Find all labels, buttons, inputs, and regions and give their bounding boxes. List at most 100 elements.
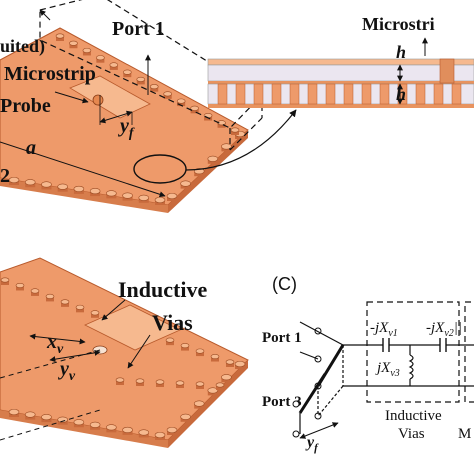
via-cylinder-top xyxy=(135,378,145,384)
via-cylinder-top xyxy=(154,196,166,204)
panel-top-left: Port 1 uited) Microstrip Probe yf a 2 xyxy=(0,0,297,213)
via-cylinder-top xyxy=(57,183,68,190)
probe-label: Probe xyxy=(0,95,51,117)
cross-section-top-layer xyxy=(207,58,474,66)
cross-section-probe xyxy=(439,58,455,84)
h-top-label: h xyxy=(396,42,406,62)
via-cylinder-top xyxy=(57,416,68,423)
cross-section-via xyxy=(217,83,228,105)
via-cylinder-top xyxy=(166,426,178,434)
via-cylinder-top xyxy=(138,429,150,436)
via-cylinder-top xyxy=(180,180,191,187)
xv2-label: -jXv2|| xyxy=(426,320,462,339)
via-cylinder-top xyxy=(230,127,240,133)
panel-c-circuit: (C) Port 1 Port 3 yf xyxy=(262,274,474,454)
via-cylinder-top xyxy=(190,105,199,111)
cross-section-via xyxy=(361,83,372,105)
cut-text-label: uited) xyxy=(0,36,45,57)
dimension-2-label: 2 xyxy=(0,165,10,187)
via-cylinder-top xyxy=(180,413,191,420)
via-cylinder-top xyxy=(55,33,65,39)
via-cylinder-top xyxy=(24,411,36,418)
inductive-circuit-label: Inductive xyxy=(385,408,442,424)
via-cylinder-top xyxy=(41,181,52,188)
yf-label: yf xyxy=(118,115,135,141)
via-cylinder-top xyxy=(106,424,117,431)
via-cylinder-top xyxy=(24,179,36,186)
via-cylinder-top xyxy=(138,194,150,201)
port1-label: Port 1 xyxy=(112,18,165,40)
capacitor-xv2 xyxy=(439,338,447,352)
via-cylinder-top xyxy=(221,143,232,150)
cross-section-via xyxy=(343,83,354,105)
via-row-top xyxy=(8,33,246,205)
via-cylinder-top xyxy=(89,421,101,428)
via-cylinder-top xyxy=(136,76,146,82)
via-cylinder-top xyxy=(75,304,85,310)
cross-section-via xyxy=(379,83,390,105)
cross-section-substrate-1 xyxy=(207,64,474,82)
cross-section-via xyxy=(235,83,246,105)
dimension-a-label: a xyxy=(26,137,36,159)
yf-circuit-label: yf xyxy=(305,434,319,454)
via-cylinder-top xyxy=(122,192,133,199)
microstrip-strip xyxy=(69,75,151,119)
via-cylinder-top xyxy=(225,359,235,365)
via-cylinder-top xyxy=(234,360,246,368)
via-cylinder-top xyxy=(221,374,232,381)
via-cylinder-top xyxy=(155,379,165,385)
via-cylinder-top xyxy=(96,55,105,61)
via-cylinder-top xyxy=(193,400,205,407)
cross-section-via xyxy=(289,83,300,105)
via-cylinder-top xyxy=(180,343,190,349)
via-cylinder-top xyxy=(69,40,78,46)
via-cylinder-top xyxy=(89,188,101,195)
via-cylinder-top xyxy=(166,192,178,200)
via-cylinder-top xyxy=(123,69,132,75)
via-cylinder-top xyxy=(115,377,125,383)
via-cylinder-top xyxy=(176,98,186,104)
panel-top-right: Microstri h h xyxy=(207,14,474,108)
ma-circuit-label: M xyxy=(458,426,471,442)
dashed-enclosure xyxy=(39,0,263,129)
via-cylinder-top xyxy=(215,382,225,388)
port3-circuit-label: Port 3 xyxy=(262,394,302,410)
next-section-box xyxy=(464,301,474,403)
via-cylinder-top xyxy=(41,414,52,421)
panel-c-label: (C) xyxy=(272,274,297,294)
panel-bottom-left: Inductive Vias xv yv xyxy=(0,257,249,448)
bottom-microstrip xyxy=(84,304,181,351)
via-cylinder-top xyxy=(8,408,20,416)
cross-section-via xyxy=(253,83,264,105)
via-cylinder-top xyxy=(149,84,159,90)
cross-section-via xyxy=(433,83,444,105)
via-cylinder-top xyxy=(165,337,175,343)
via-cylinder-top xyxy=(82,47,92,53)
vias-label: Vias xyxy=(152,310,193,335)
via-cylinder-top xyxy=(30,288,40,294)
h-bottom-label: h xyxy=(396,84,406,104)
via-cylinder-top xyxy=(109,62,119,68)
via-cylinder-top xyxy=(15,282,25,288)
via-cylinder-top xyxy=(73,419,85,426)
via-cylinder-top xyxy=(0,277,10,283)
via-cylinder-top xyxy=(163,91,172,97)
via-cylinder-top xyxy=(90,310,100,316)
xv1-label: -jXv1 xyxy=(370,320,398,339)
via-cylinder-top xyxy=(207,155,219,162)
microstrip-label: Microstrip xyxy=(4,63,96,85)
via-cylinder-top xyxy=(175,380,185,386)
port1-circuit-label: Port 1 xyxy=(262,330,302,346)
vias-circuit-label: Vias xyxy=(398,426,425,442)
capacitor-xv1 xyxy=(382,338,390,352)
via-cylinder-top xyxy=(45,293,55,299)
via-cylinder-top xyxy=(154,431,166,439)
via-cylinder-top xyxy=(195,348,205,354)
cross-section-via xyxy=(325,83,336,105)
callout-ellipse xyxy=(133,154,187,184)
cross-section-via xyxy=(307,83,318,105)
cross-section-mid-layer xyxy=(208,81,474,84)
via-cylinder-top xyxy=(207,387,219,394)
yv-label: yv xyxy=(58,358,76,384)
